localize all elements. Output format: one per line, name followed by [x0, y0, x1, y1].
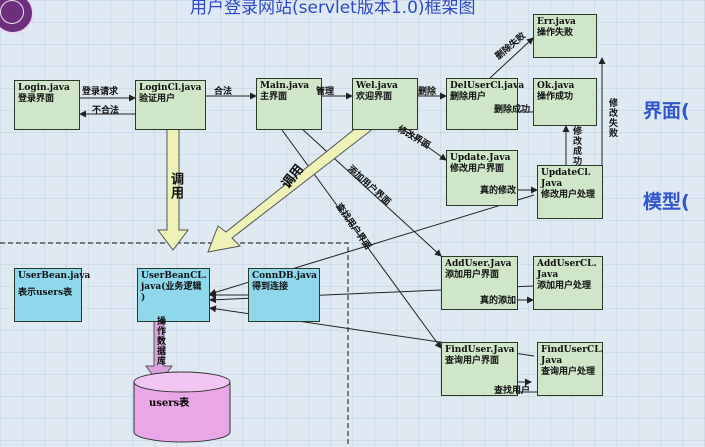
label-modify-success: 修改成功 — [571, 126, 581, 166]
diagram-title: 用户登录网站(servlet版本1.0)框架图 — [190, 0, 476, 18]
userbeancl-box: UserBeanCL.java(业务逻辑) — [137, 268, 210, 322]
users-database — [133, 371, 231, 443]
edge-delete-fail — [489, 37, 534, 79]
label-operate-db: 操作数据库 — [155, 316, 165, 366]
label-delete: 删除 — [418, 87, 437, 97]
label-manage: 管理 — [316, 87, 335, 97]
label-valid: 合法 — [214, 87, 233, 97]
label-real-modify: 真的修改 — [480, 186, 517, 196]
label-call: 调用 — [168, 172, 183, 200]
label-delete-success: 删除成功 — [494, 105, 531, 115]
label-login-request: 登录请求 — [82, 87, 119, 97]
label-find-user: 查找用户 — [494, 386, 531, 396]
label-not-valid: 不合法 — [92, 106, 120, 116]
view-layer-label: 界面( — [643, 100, 690, 122]
model-region-boundary — [0, 242, 349, 447]
edge-add-user-ui — [299, 126, 442, 257]
big-arrow-call-diagonal — [207, 119, 375, 253]
database-label: users表 — [149, 398, 190, 409]
label-modify-fail: 修改失败 — [607, 98, 617, 138]
big-arrow-call-down — [157, 109, 189, 251]
model-layer-label: 模型( — [643, 191, 690, 213]
label-real-add: 真的添加 — [480, 296, 517, 306]
